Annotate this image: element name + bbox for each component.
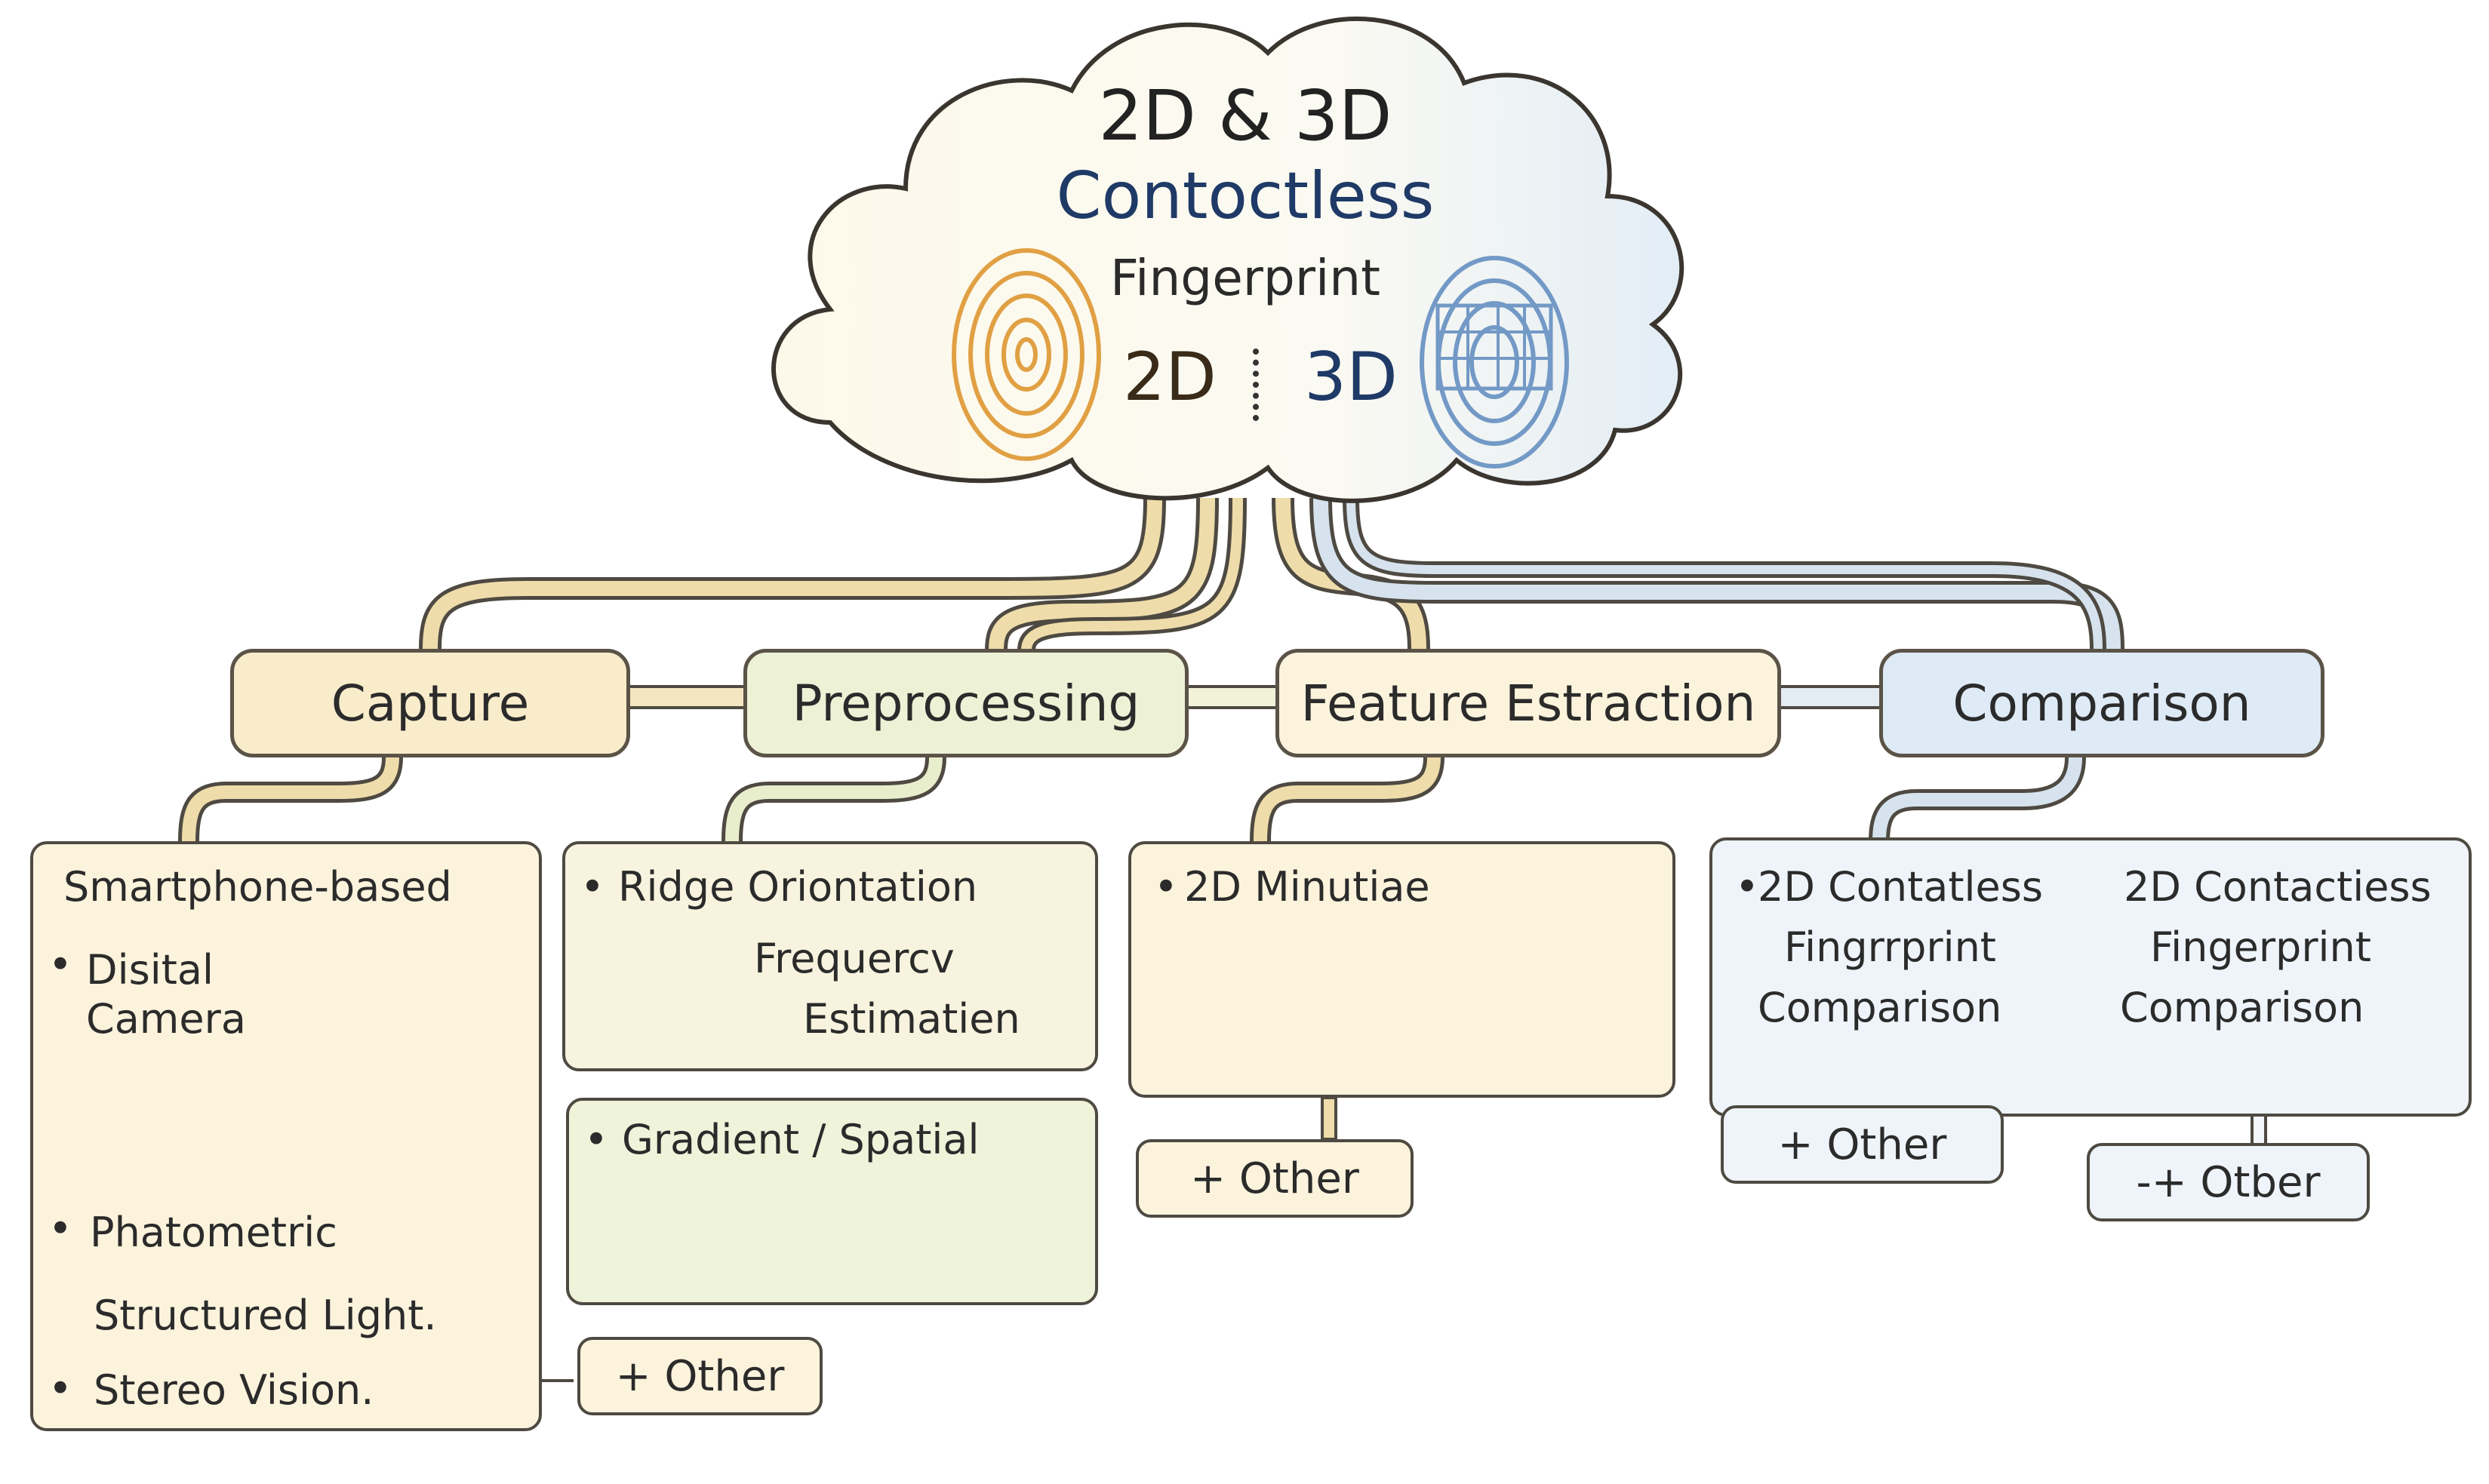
feature-detail-box: • 2D Minutiae	[1128, 841, 1675, 1098]
connector-capture-box	[178, 757, 403, 842]
capture-item-structured-light: Structured Light.	[94, 1292, 437, 1339]
comparison-other-left-box: + Other	[1721, 1105, 2004, 1184]
connector-comparison-box	[1869, 757, 2086, 842]
category-comparison: Comparison	[1879, 649, 2324, 757]
comparison-right-line2: Fingerprint	[2150, 923, 2371, 971]
comparison-right-line1: 2D Contactiess	[2124, 863, 2432, 911]
comparison-left-line3: Comparison	[1758, 984, 2002, 1031]
preprocessing-estimation: Estimatien	[803, 995, 1020, 1043]
root-title-line2: Contoctless	[1056, 158, 1435, 234]
fingerprint-orange-icon	[952, 248, 1101, 461]
capture-item-stereo-vision: Stereo Vision.	[94, 1366, 374, 1414]
preprocessing-gradient-spatial: Gradient / Spatial	[622, 1116, 980, 1163]
root-title-line1: 2D & 3D	[1098, 75, 1392, 156]
feature-item-2d-minutiae: 2D Minutiae	[1184, 863, 1430, 911]
root-label-2d: 2D	[1123, 338, 1217, 416]
connector-cloud-capture	[419, 487, 1166, 660]
comparison-detail-box: • 2D Contatless Fingrrprint Comparison 2…	[1709, 837, 2472, 1117]
capture-other-box: + Other	[577, 1337, 823, 1415]
bullet: •	[48, 1205, 72, 1252]
preprocessing-ridge-box: • Ridge Oriontation Frequercv Estimatien	[562, 841, 1098, 1071]
root-title-line3: Fingerprint	[1109, 249, 1381, 307]
preprocessing-frequency: Frequercv	[754, 935, 955, 982]
bullet: •	[1154, 863, 1178, 911]
category-preprocessing: Preprocessing	[743, 649, 1189, 757]
bullet: •	[584, 1116, 608, 1163]
capture-item-photometric: Phatometric	[90, 1209, 337, 1256]
capture-item-digital: Disital	[86, 946, 214, 994]
comparison-right-line3: Comparison	[2120, 984, 2364, 1031]
root-label-3d: 3D	[1304, 338, 1398, 416]
connector-cloud-comparison	[1309, 497, 2124, 650]
preprocessing-ridge-orientation: Ridge Oriontation	[618, 863, 978, 911]
bullet: •	[580, 863, 605, 911]
capture-item-smartphone: Smartphone-based	[63, 863, 452, 911]
comparison-other-right-box: -+ Otber	[2087, 1143, 2370, 1221]
category-capture: Capture	[230, 649, 630, 757]
fingerprint-blue-3d-icon	[1420, 256, 1569, 469]
category-feature-extraction: Feature Estraction	[1275, 649, 1781, 757]
bullet: •	[1735, 863, 1759, 911]
preprocessing-gradient-box: • Gradient / Spatial	[566, 1098, 1098, 1305]
capture-detail-box: Smartphone-based • Disital Camera • Phat…	[30, 841, 542, 1431]
connector-cloud-preprocessing	[985, 497, 1247, 652]
bullet: •	[48, 941, 72, 988]
comparison-left-line1: 2D Contatless	[1758, 863, 2043, 911]
comparison-left-line2: Fingrrprint	[1784, 923, 1996, 971]
connector-preprocessing-box	[721, 757, 946, 842]
feature-other-box: + Other	[1136, 1139, 1414, 1218]
capture-item-camera: Camera	[86, 995, 246, 1043]
connector-category-chain	[626, 685, 1884, 709]
connector-feature-box	[1250, 757, 1444, 842]
root-2d-3d-separator	[1253, 349, 1266, 421]
bullet: •	[48, 1365, 72, 1412]
